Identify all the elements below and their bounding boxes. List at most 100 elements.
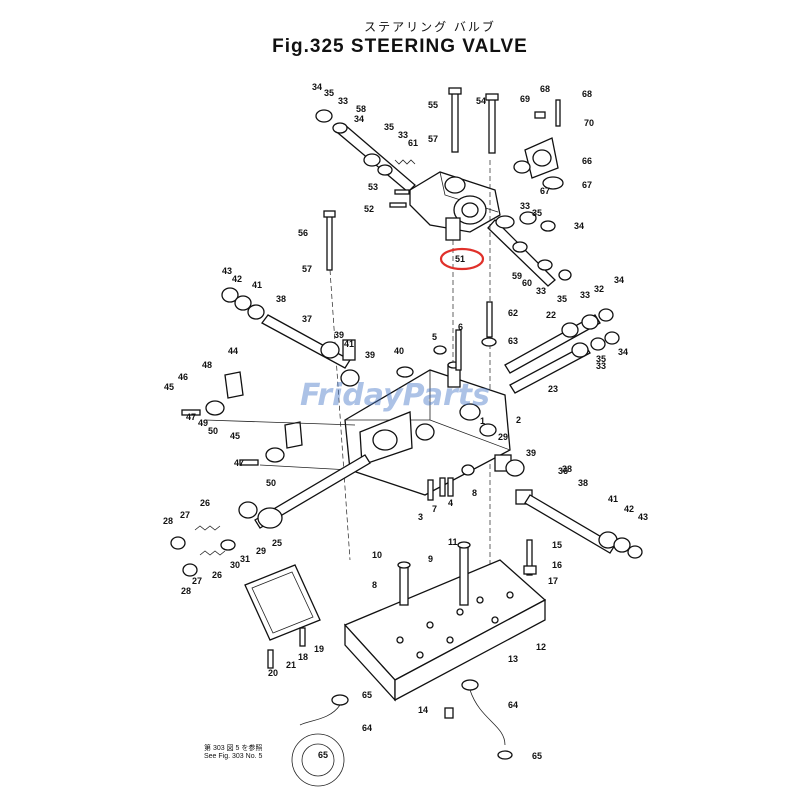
part-label-10: 10 [372,550,382,560]
steering-levers [181,371,356,471]
part-label-65-2: 65 [318,750,328,760]
part-label-57-1: 57 [302,264,312,274]
part-label-35: 35 [324,88,334,98]
reference-note-english: See Fig. 303 No. 5 [204,753,263,760]
part-label-46: 46 [178,372,188,382]
part-label-12: 12 [536,642,546,652]
bottom-plate [343,539,547,702]
part-label-33-3: 33 [536,286,546,296]
part-label-45-1: 45 [230,431,240,441]
part-label-43-1: 43 [638,512,648,522]
part-label-34-3: 34 [614,275,624,285]
part-label-15: 15 [552,540,562,550]
part-label-34-4: 34 [618,347,628,357]
part-label-39-2: 39 [526,448,536,458]
part-label-3: 3 [418,512,423,522]
part-label-14: 14 [418,705,428,715]
part-label-37: 37 [302,314,312,324]
part-label-41-1: 41 [344,339,354,349]
part-label-62: 62 [508,308,518,318]
part-label-32: 32 [594,284,604,294]
part-label-34-1: 34 [354,114,364,124]
part-label-1: 1 [480,416,485,426]
part-label-49: 49 [198,418,208,428]
part-label-55: 55 [428,100,438,110]
part-label-38: 38 [276,294,286,304]
part-label-20: 20 [268,668,278,678]
figure-title-japanese: ステアリング バルブ [364,20,496,34]
part-label-47: 47 [186,412,196,422]
part-label-33-5: 33 [596,361,606,371]
part-label-7: 7 [432,504,437,514]
part-label-8-1: 8 [372,580,377,590]
part-label-61: 61 [408,138,418,148]
side-cover [244,564,321,669]
part-label-31: 31 [240,554,250,564]
part-label-16: 16 [552,560,562,570]
part-label-28-1: 28 [181,586,191,596]
part-label-21: 21 [286,660,296,670]
part-label-18: 18 [298,652,308,662]
part-label-26-1: 26 [212,570,222,580]
part-label-11: 11 [448,537,458,547]
highlight-ring [439,247,485,271]
upper-valve-housing [315,87,572,287]
part-label-6: 6 [458,322,463,332]
watermark-logo: FridayParts [300,378,490,413]
part-label-42-1: 42 [624,504,634,514]
part-label-25: 25 [272,538,282,548]
part-label-22: 22 [546,310,556,320]
part-label-64-1: 64 [508,700,518,710]
part-label-13: 13 [508,654,518,664]
part-label-29-1: 29 [256,546,266,556]
figure-title: Fig.325 STEERING VALVE [272,36,528,57]
part-label-58: 58 [356,104,366,114]
part-label-35-4: 35 [596,354,606,364]
part-label-60: 60 [522,278,532,288]
part-label-48: 48 [202,360,212,370]
center-pins [427,477,454,501]
part-label-33-1: 33 [398,130,408,140]
part-label-50: 50 [208,426,218,436]
part-label-23: 23 [548,384,558,394]
hoses [291,679,513,787]
part-label-9: 9 [428,554,433,564]
part-label-39-1: 39 [365,350,375,360]
part-label-45: 45 [164,382,174,392]
main-valve-body [344,361,511,496]
part-label-29: 29 [498,432,508,442]
part-label-43: 43 [222,266,232,276]
part-label-28: 28 [163,516,173,526]
part-label-59: 59 [512,271,522,281]
part-label-52: 52 [364,204,374,214]
part-label-34: 34 [312,82,322,92]
figure-title-block: ステアリング バルブ Fig.325 STEERING VALVE [0,18,800,58]
part-label-68: 68 [540,84,550,94]
right-lower-spool [461,454,643,559]
part-label-17: 17 [548,576,558,586]
part-label-66: 66 [582,156,592,166]
part-label-65: 65 [362,690,372,700]
part-label-44: 44 [228,346,238,356]
part-label-33-4: 33 [580,290,590,300]
part-label-33-2: 33 [520,201,530,211]
part-label-4: 4 [448,498,453,508]
part-label-19: 19 [314,644,324,654]
part-label-67-1: 67 [582,180,592,190]
part-label-8: 8 [472,488,477,498]
part-label-5: 5 [432,332,437,342]
part-label-34-2: 34 [574,221,584,231]
part-label-50-1: 50 [266,478,276,488]
part-label-65-1: 65 [532,751,542,761]
part-label-40: 40 [394,346,404,356]
part-label-70: 70 [584,118,594,128]
part-label-41: 41 [252,280,262,290]
part-label-42: 42 [232,274,242,284]
reference-note-japanese: 第 303 図 5 を参照 [204,745,263,752]
right-upper-spool [433,301,620,394]
part-label-51: 51 [455,254,465,264]
part-label-64: 64 [362,723,372,733]
part-label-35-3: 35 [557,294,567,304]
left-upper-spool [221,287,414,387]
